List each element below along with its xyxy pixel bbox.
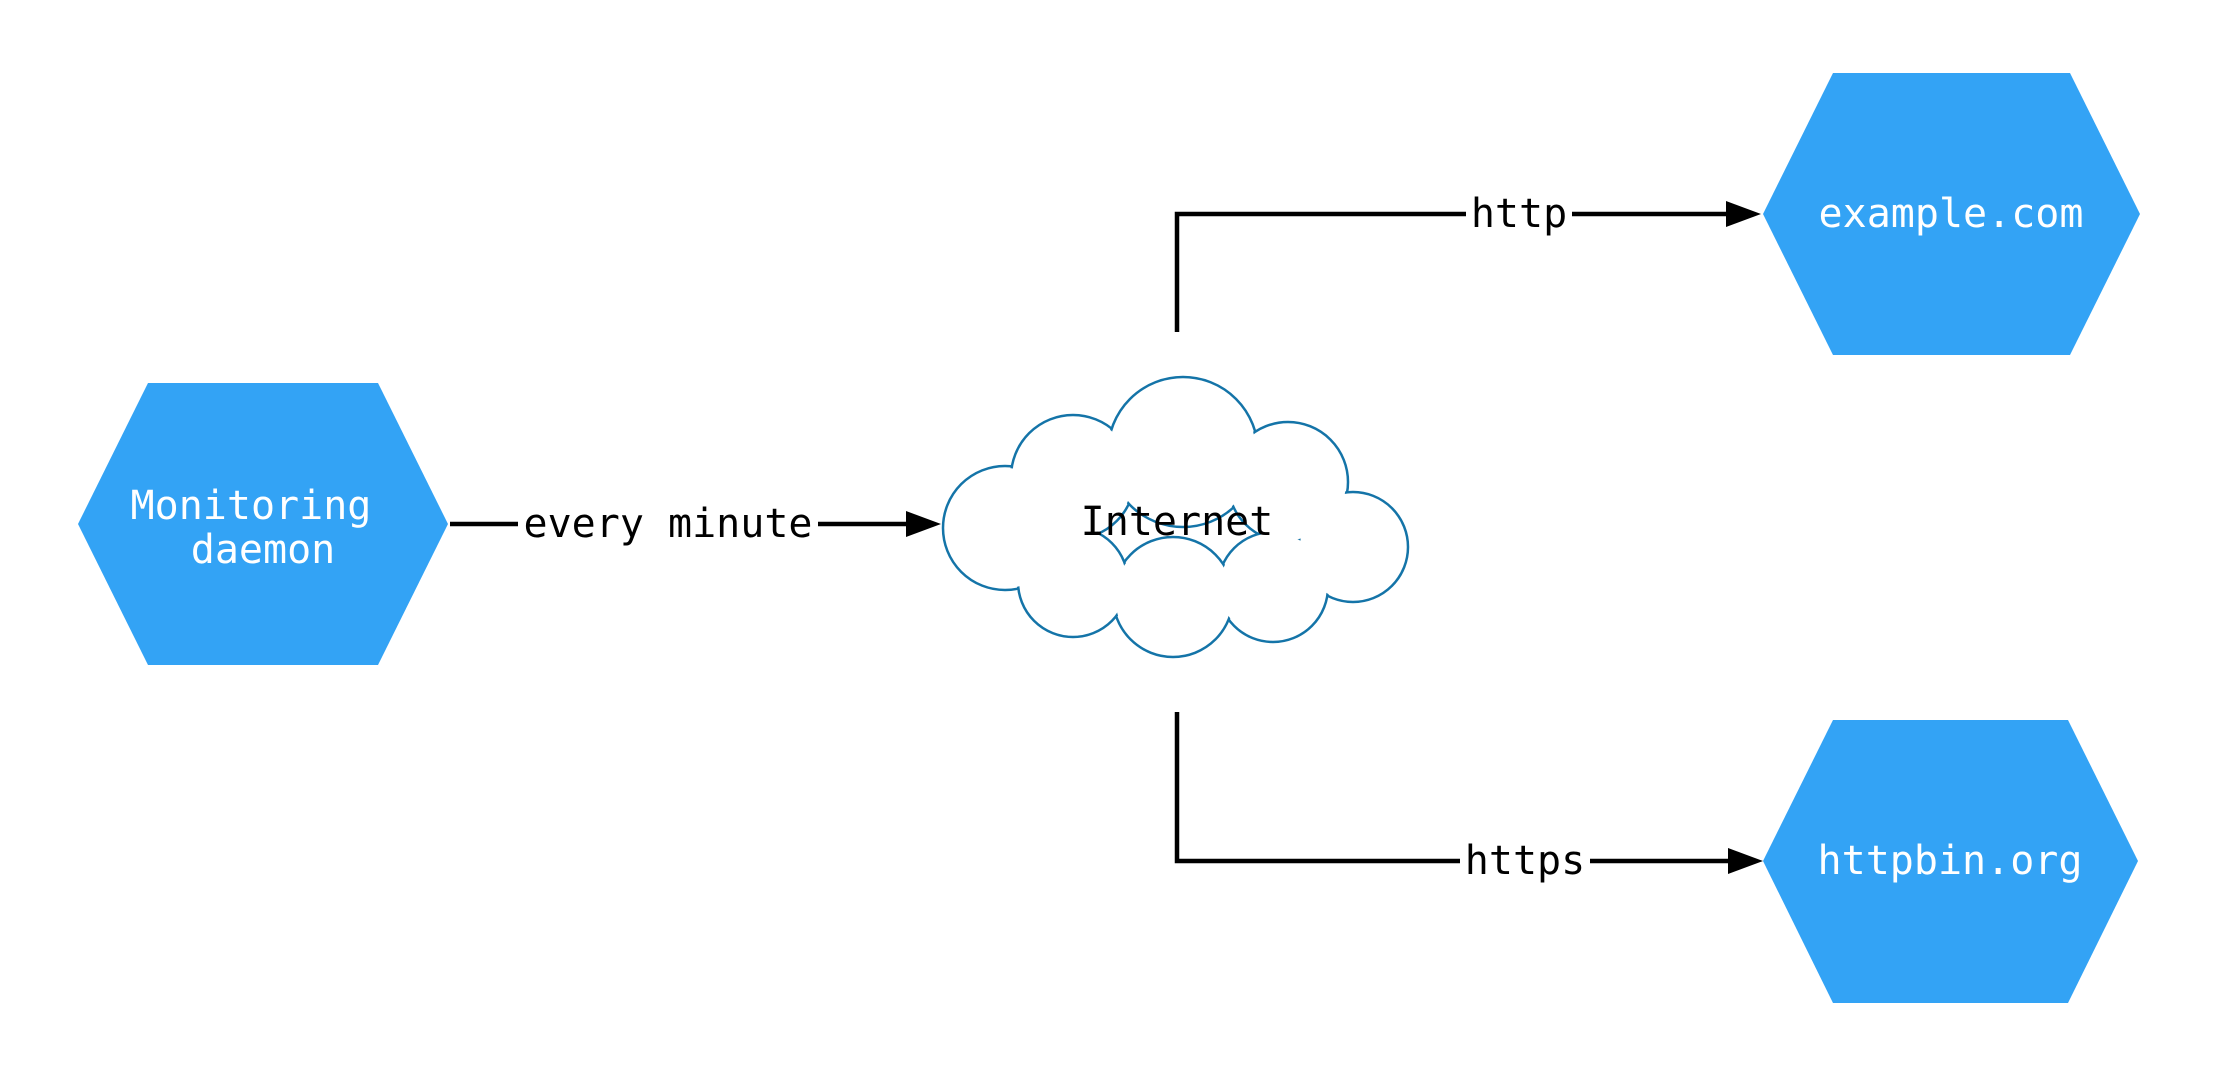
node-label: Monitoring daemon — [131, 483, 396, 573]
hexagon-shape — [1763, 720, 2138, 1003]
edge-label: http — [1471, 191, 1567, 237]
arrowhead-icon — [1728, 848, 1763, 874]
arrowhead-icon — [906, 511, 941, 537]
cloud-interior — [945, 379, 1406, 655]
node-monitoring-daemon: Monitoring daemon — [78, 383, 448, 665]
edge-label: https — [1465, 838, 1585, 884]
edge-line — [1174, 712, 1731, 864]
edge-internet-to-example: http — [1174, 191, 1761, 332]
node-label-line1: Monitoring — [131, 483, 372, 529]
edge-line — [1174, 211, 1729, 332]
edge-monitoring-to-internet: every minute — [450, 501, 941, 547]
edge-internet-to-httpbin: https — [1174, 712, 1763, 884]
hexagon-shape — [78, 383, 448, 665]
hexagon-shape — [1763, 73, 2140, 355]
node-internet: Internet — [941, 375, 1410, 659]
node-label: example.com — [1819, 191, 2084, 237]
node-example-com: example.com — [1763, 73, 2140, 355]
node-httpbin-org: httpbin.org — [1763, 720, 2138, 1003]
arrowhead-icon — [1726, 201, 1761, 227]
node-label-line2: daemon — [191, 527, 336, 573]
edge-label: every minute — [524, 501, 813, 547]
node-label: Internet — [1081, 499, 1274, 545]
node-label: httpbin.org — [1818, 838, 2083, 884]
